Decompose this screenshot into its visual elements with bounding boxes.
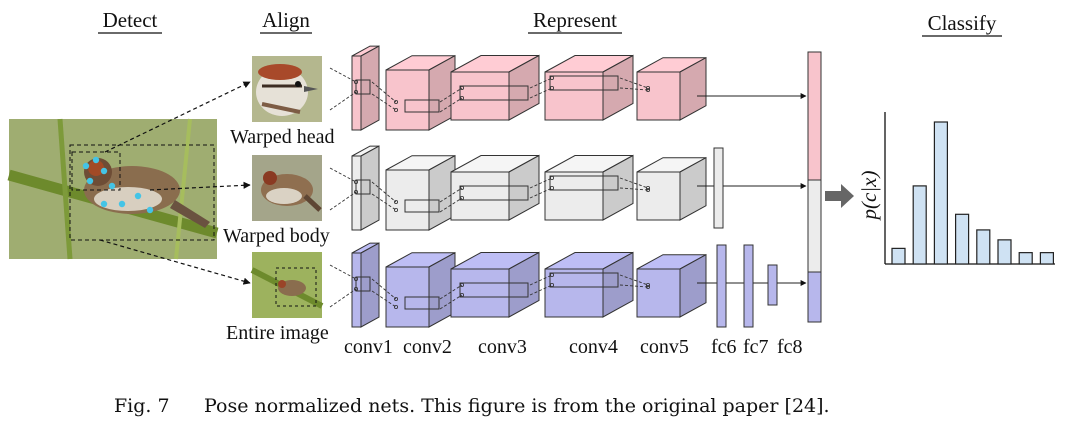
caption-label: Fig. 7 — [114, 395, 170, 417]
concatenated-feature-vector — [807, 51, 822, 323]
conv3-block — [450, 251, 540, 318]
classify-histogram: p(c|x) — [857, 112, 1055, 265]
conv2-block — [385, 251, 456, 328]
fc8-block — [767, 264, 778, 306]
conv3-block — [450, 54, 540, 121]
detect-header: Detect — [103, 8, 158, 32]
conv1-label: conv1 — [344, 336, 393, 358]
conv5-label: conv5 — [640, 336, 689, 358]
conv3-label: conv3 — [478, 336, 527, 358]
conv5-block — [636, 156, 707, 221]
classify-bar-6 — [997, 239, 1012, 265]
conv5-block — [636, 253, 707, 318]
cnn-row-image — [329, 242, 807, 328]
warped-body-patch — [252, 155, 322, 221]
fc7-label: fc7 — [743, 336, 769, 358]
conv3-block — [450, 154, 540, 221]
fc6-block — [713, 147, 724, 229]
fc7-block — [743, 244, 754, 328]
fc6-block — [716, 244, 727, 328]
cnn-row-head — [329, 45, 807, 131]
conv2-label: conv2 — [403, 336, 452, 358]
warped-head-patch — [252, 56, 322, 122]
conv4-block — [544, 154, 634, 221]
conv2-block — [385, 154, 456, 231]
classify-bar-2 — [912, 185, 927, 265]
warped-head-label: Warped head — [230, 126, 334, 148]
classify-bar-4 — [954, 213, 970, 265]
conv4-block — [544, 251, 634, 318]
entire-image-label: Entire image — [226, 322, 329, 344]
conv4-label: conv4 — [569, 336, 618, 358]
classify-header: Classify — [928, 11, 997, 35]
conv5-block — [636, 56, 707, 121]
classify-y-label: p(c|x) — [857, 171, 881, 222]
fc8-label: fc8 — [777, 336, 803, 358]
to-classifier-arrow — [825, 184, 854, 208]
conv2-block — [385, 54, 456, 131]
caption-text: Pose normalized nets. This figure is fro… — [204, 395, 830, 417]
classify-bar-3 — [933, 121, 949, 265]
fc6-label: fc6 — [711, 336, 737, 358]
classify-bar-8 — [1039, 252, 1055, 265]
cnn-rows — [329, 45, 807, 328]
entire-image-patch — [250, 252, 324, 318]
cnn-row-body — [329, 145, 807, 231]
warped-body-label: Warped body — [223, 225, 330, 247]
conv4-block — [544, 54, 634, 121]
align-header: Align — [262, 8, 310, 32]
classify-bar-5 — [976, 229, 991, 265]
represent-header: Represent — [533, 8, 617, 32]
classify-bar-1 — [891, 247, 906, 265]
detect-bird-photo — [7, 118, 219, 260]
classify-bar-7 — [1018, 252, 1033, 265]
